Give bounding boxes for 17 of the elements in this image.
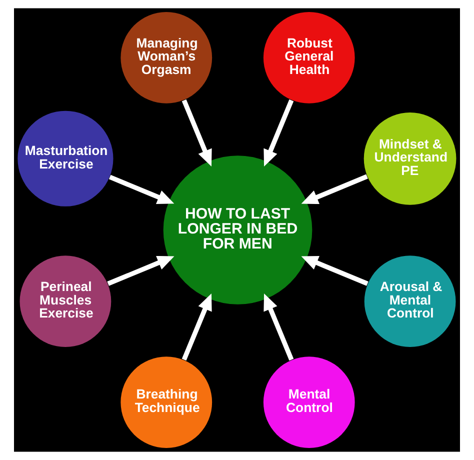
node-circle: HOW TO LAST LONGER IN BED FOR MEN <box>163 156 312 304</box>
node-circle: Managing Woman’s Orgasm <box>120 12 212 104</box>
node-circle: Arousal & Mental Control <box>364 256 456 348</box>
node-circle: Breathing Technique <box>120 356 212 448</box>
arrow <box>182 293 212 361</box>
node-circle: Mental Control <box>263 356 355 448</box>
node-circle: Masturbation Exercise <box>18 110 114 206</box>
arrow <box>182 99 212 167</box>
node-circle: Perineal Muscles Exercise <box>20 256 112 348</box>
arrow <box>301 174 368 204</box>
node-circle: Robust General Health <box>263 12 355 104</box>
arrow <box>108 174 174 204</box>
arrow <box>264 99 294 167</box>
arrow <box>264 293 294 361</box>
node-circle: Mindset & Understand PE <box>364 112 456 205</box>
arrow <box>107 256 174 286</box>
arrow <box>301 256 368 286</box>
